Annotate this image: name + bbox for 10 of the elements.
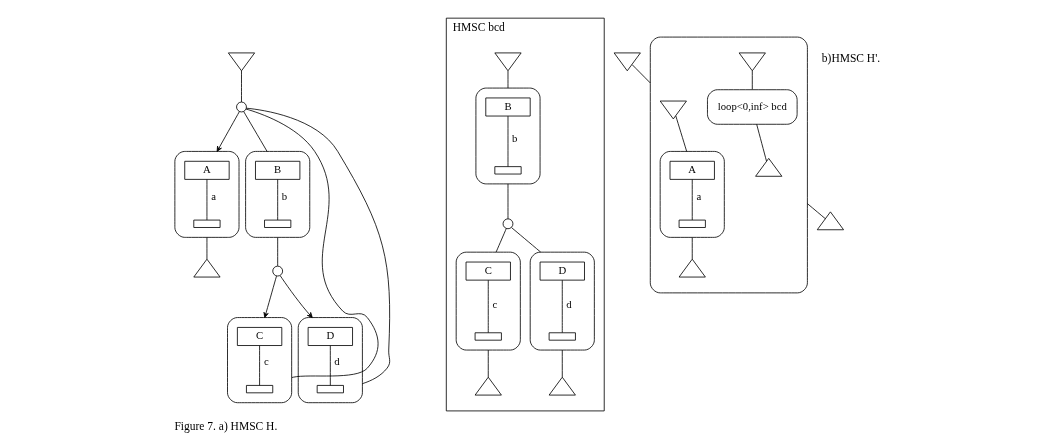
edge-label: c bbox=[492, 298, 498, 311]
edge-label: b bbox=[281, 189, 288, 202]
edge-label: c bbox=[263, 355, 269, 368]
edge-label: a bbox=[211, 189, 217, 202]
edge-label: a bbox=[696, 189, 702, 202]
edge-label: d bbox=[566, 298, 572, 311]
label: b)HMSC H'. bbox=[821, 51, 881, 64]
edge-label: b bbox=[512, 131, 518, 144]
caption: Figure 7. a) HMSC H. bbox=[174, 420, 278, 432]
edge-label: d bbox=[334, 355, 340, 368]
